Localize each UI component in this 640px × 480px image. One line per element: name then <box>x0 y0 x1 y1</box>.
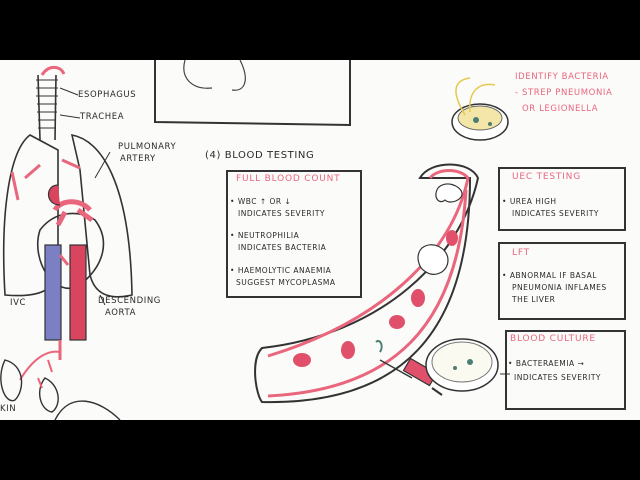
blood-culture-bullet-1a: • BACTERAEMIA → <box>508 359 585 368</box>
culture-note-line1: IDENTIFY BACTERIA <box>515 72 609 82</box>
fbc-bullet-2a: • NEUTROPHILIA <box>230 231 300 240</box>
blood-culture-box <box>505 330 626 410</box>
lft-bullet-1c: THE LIVER <box>512 295 556 304</box>
fbc-title: FULL BLOOD COUNT <box>236 174 341 184</box>
fbc-box <box>226 170 362 298</box>
xray-box <box>154 60 351 127</box>
fbc-bullet-1b: INDICATES SEVERITY <box>238 209 326 218</box>
whiteboard-frame: ESOPHAGUS TRACHEA PULMONARY ARTERY IVC D… <box>0 60 640 420</box>
illustration-layer <box>0 60 510 420</box>
petri-dish-top <box>451 77 509 141</box>
uec-bullet-1a: • UREA HIGH <box>502 197 557 206</box>
section-number: 4 <box>209 150 217 161</box>
section-heading: (4) BLOOD TESTING <box>205 150 315 161</box>
uec-title: UEC TESTING <box>512 172 581 182</box>
ivc-label: IVC <box>10 298 27 308</box>
lft-title: LFT <box>512 248 530 258</box>
fbc-bullet-3b: SUGGEST MYCOPLASMA <box>236 278 336 287</box>
blood-vessel <box>254 163 480 404</box>
trachea-label: TRACHEA <box>80 112 125 122</box>
descending-aorta-label-2: AORTA <box>105 308 136 318</box>
pulmonary-artery-label-2: ARTERY <box>120 154 156 164</box>
blood-culture-bullet-1b: INDICATES SEVERITY <box>514 373 602 382</box>
petri-dish-bottom <box>425 338 499 392</box>
descending-aorta-label-1: DESCENDING <box>98 296 161 306</box>
cut-off-label: KIN <box>0 404 17 414</box>
pulmonary-artery-label-1: PULMONARY <box>118 142 177 152</box>
fbc-bullet-3a: • HAEMOLYTIC ANAEMIA <box>230 266 332 275</box>
esophagus-label: ESOPHAGUS <box>78 90 137 100</box>
section-title: BLOOD TESTING <box>224 150 315 161</box>
uec-bullet-1b: INDICATES SEVERITY <box>512 209 600 218</box>
culture-note-line3: OR LEGIONELLA <box>522 104 599 114</box>
lft-bullet-1a: • ABNORMAL IF BASAL <box>502 271 597 280</box>
thorax-drawing <box>0 65 133 420</box>
lft-box <box>498 242 626 320</box>
uec-box <box>498 167 626 231</box>
blood-culture-title: BLOOD CULTURE <box>510 334 596 344</box>
lft-bullet-1b: PNEUMONIA INFLAMES <box>512 283 607 292</box>
culture-note-line2: - STREP PNEUMONIA <box>515 88 613 98</box>
fbc-bullet-2b: INDICATES BACTERIA <box>238 243 327 252</box>
fbc-bullet-1a: • WBC ↑ OR ↓ <box>230 197 292 206</box>
